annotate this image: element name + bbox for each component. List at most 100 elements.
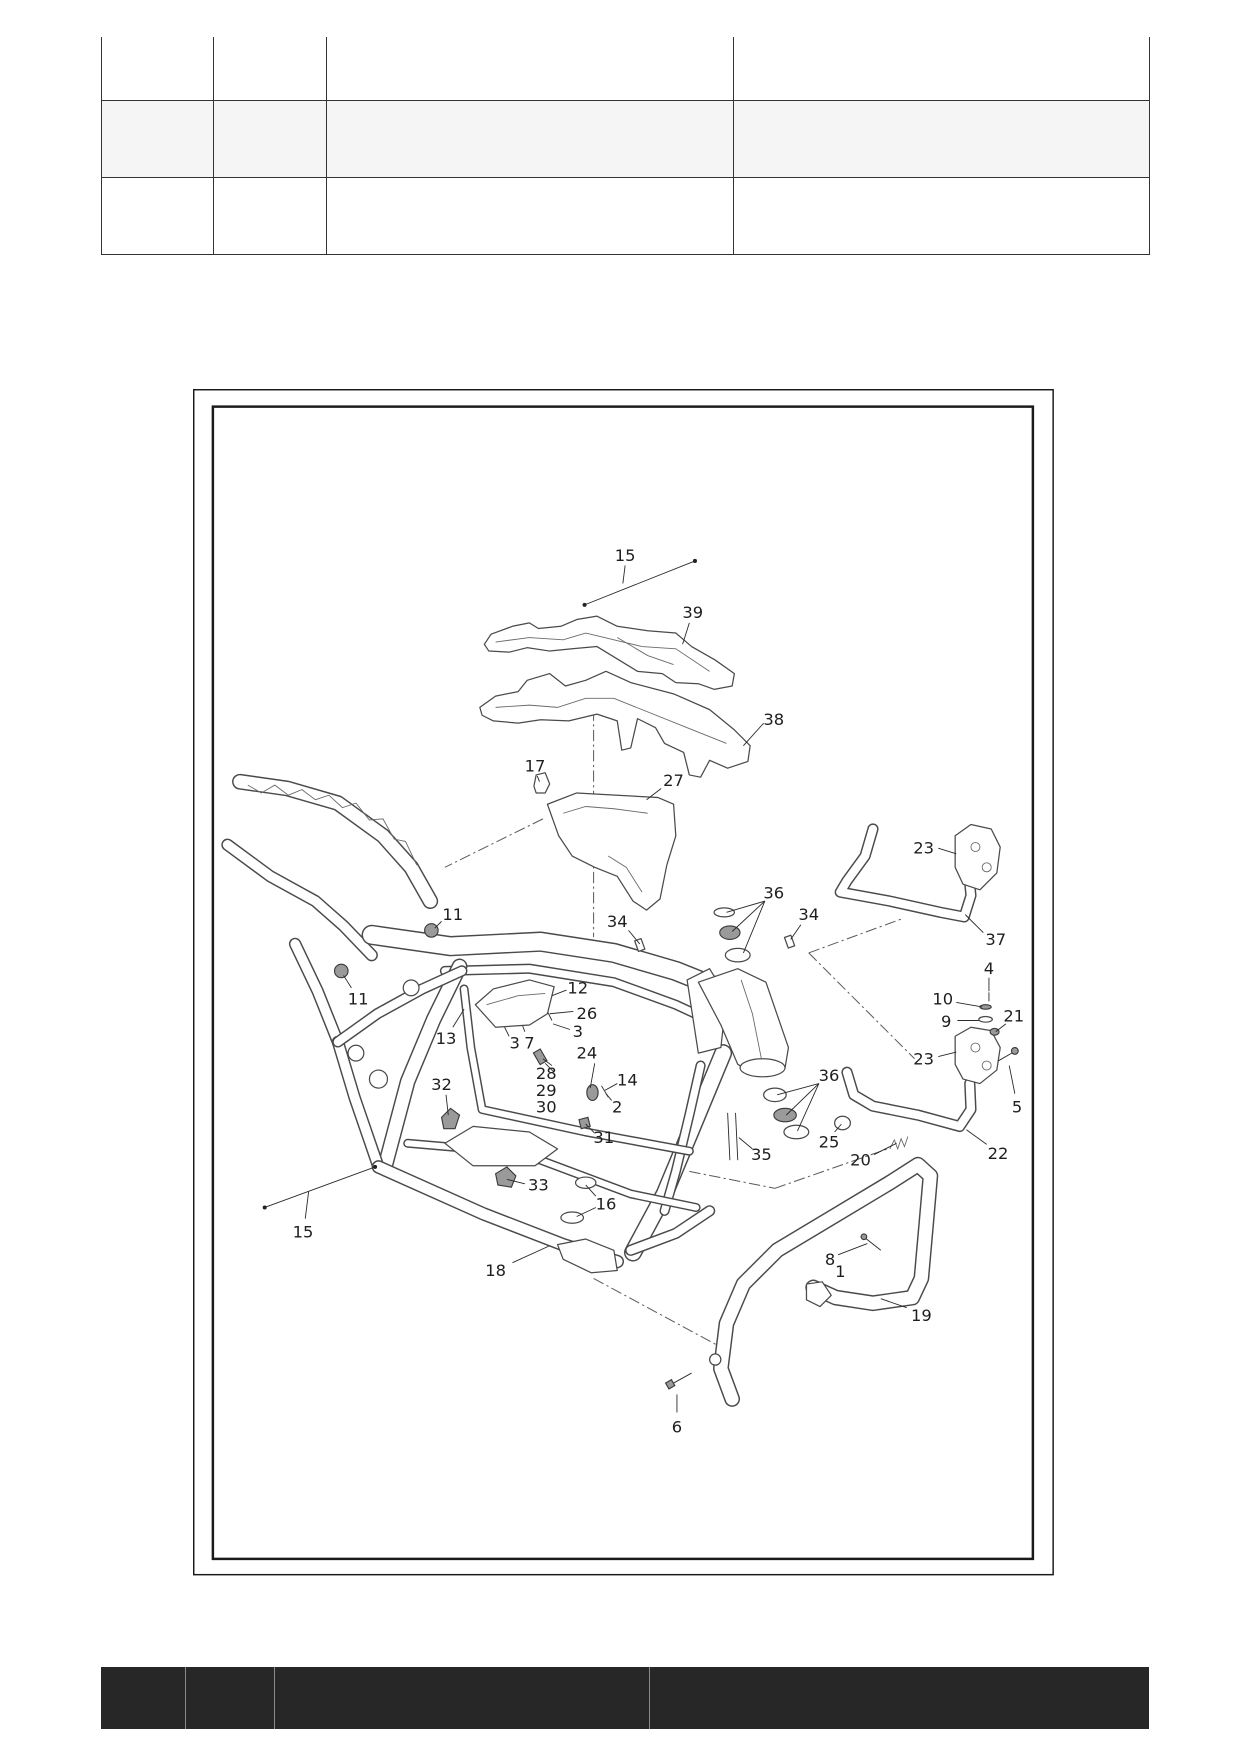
- nut-11-upper: [424, 923, 439, 938]
- header-cell: [186, 1667, 275, 1729]
- callout-label: 18: [485, 1261, 506, 1280]
- battery-tray-12: [474, 979, 555, 1028]
- leader-line: [873, 1142, 897, 1155]
- bolt-5: [997, 1046, 1019, 1062]
- callout-label: 15: [293, 1223, 314, 1242]
- table-row: [101, 37, 1150, 101]
- leader-line: [576, 1207, 597, 1217]
- table-cell: [101, 177, 214, 255]
- frame-lower-crossrail: [403, 1138, 701, 1212]
- leader-line: [622, 565, 626, 584]
- callout-label: 30: [536, 1098, 557, 1117]
- bracket-23-upper: [954, 823, 1001, 891]
- leader-line: [304, 1191, 310, 1219]
- callout-label: 29: [536, 1081, 557, 1100]
- callout-label: 6: [672, 1418, 682, 1437]
- callout-label: 39: [682, 603, 703, 622]
- leader-line: [549, 1011, 574, 1015]
- leader-line: [682, 622, 690, 645]
- leader-line: [434, 921, 442, 929]
- table-cell: [733, 177, 1150, 255]
- alignment-guides: [444, 689, 915, 1348]
- callout-label: 5: [1012, 1098, 1022, 1117]
- frame-top-tube: [439, 963, 713, 1025]
- callout-label: 33: [528, 1175, 549, 1194]
- diagram-outer-border: [193, 389, 1054, 1576]
- leader-line: [512, 1245, 550, 1264]
- leader-line: [551, 989, 567, 997]
- leader-line: [628, 930, 641, 945]
- callout-label: 28: [536, 1064, 557, 1083]
- callout-label: 35: [751, 1145, 772, 1164]
- leader-line: [536, 775, 540, 782]
- leader-line: [552, 1023, 571, 1030]
- leader-line: [743, 722, 765, 746]
- callout-label: 7: [524, 1034, 534, 1053]
- leader-line: [506, 1178, 525, 1185]
- bracket-23-lower: [954, 1026, 1001, 1085]
- engine-guard: [712, 1156, 939, 1407]
- cradle-plate: [444, 1125, 559, 1167]
- leader-line: [790, 924, 802, 940]
- callout-label: 4: [984, 959, 994, 978]
- callout-label: 32: [431, 1075, 452, 1094]
- callout-label: 10: [932, 990, 953, 1009]
- bracket-32: [440, 1107, 461, 1130]
- pin-34-left: [634, 937, 646, 953]
- pivot-plate: [556, 1238, 618, 1274]
- frame-rear-upper-rail: [232, 773, 439, 909]
- table-cell: [213, 100, 327, 178]
- table-cell: [213, 177, 327, 255]
- callout-label: 17: [525, 756, 546, 775]
- callout-label: 22: [988, 1144, 1009, 1163]
- callout-label: 2: [612, 1098, 622, 1117]
- frame-backbone: [361, 924, 732, 1000]
- frame-assembly: [221, 773, 977, 1407]
- crash-bar-lower: [841, 1066, 977, 1133]
- steering-head: [686, 968, 790, 1078]
- diagram-inner-border: [211, 405, 1035, 1561]
- callout-label: 11: [348, 990, 369, 1009]
- table-cell: [733, 100, 1150, 178]
- leader-line: [445, 1094, 449, 1116]
- callout-label: 3: [573, 1022, 583, 1041]
- table-cell: [326, 37, 734, 101]
- leader-line: [605, 1093, 612, 1101]
- leader-line: [738, 1137, 753, 1150]
- leader-line: [604, 1083, 618, 1091]
- callout-label: 1: [835, 1262, 845, 1281]
- leader-line: [966, 1129, 987, 1145]
- leader-line: [1008, 1065, 1016, 1094]
- mounts-36-lower: [763, 1087, 810, 1140]
- leader-line: [834, 1123, 842, 1133]
- callout-label: 8: [825, 1250, 835, 1269]
- frame-inner-loop: [459, 984, 694, 1156]
- leader-line: [995, 1023, 1007, 1033]
- leader-line: [646, 788, 662, 801]
- leader-line: [542, 1058, 553, 1066]
- table-cell: [213, 37, 327, 101]
- callout-label: 12: [567, 978, 588, 997]
- frame-rear-upright: [331, 1035, 385, 1174]
- rod-35: [727, 1112, 739, 1161]
- callout-label: 9: [941, 1012, 951, 1031]
- part-27-side-cover: [546, 792, 677, 911]
- leader-line: [452, 1008, 465, 1028]
- callout-label: 34: [607, 912, 628, 931]
- table-cell: [326, 177, 734, 255]
- callout-label: 24: [576, 1044, 597, 1063]
- leader-line: [585, 1184, 597, 1197]
- leader-line: [742, 900, 766, 954]
- engine-guard-footpeg: [805, 1281, 832, 1308]
- callout-label: 19: [911, 1306, 932, 1325]
- leader-line: [837, 1243, 868, 1256]
- leader-lines: [304, 565, 1016, 1413]
- callout-label: 3: [510, 1034, 520, 1053]
- leader-line: [785, 1083, 820, 1116]
- callout-label: 23: [913, 1049, 934, 1068]
- bolt-8-1: [860, 1233, 882, 1251]
- pin-15-upper: [582, 558, 697, 607]
- leader-line: [938, 1051, 957, 1057]
- leader-line: [964, 914, 984, 933]
- callout-label: 23: [913, 839, 934, 858]
